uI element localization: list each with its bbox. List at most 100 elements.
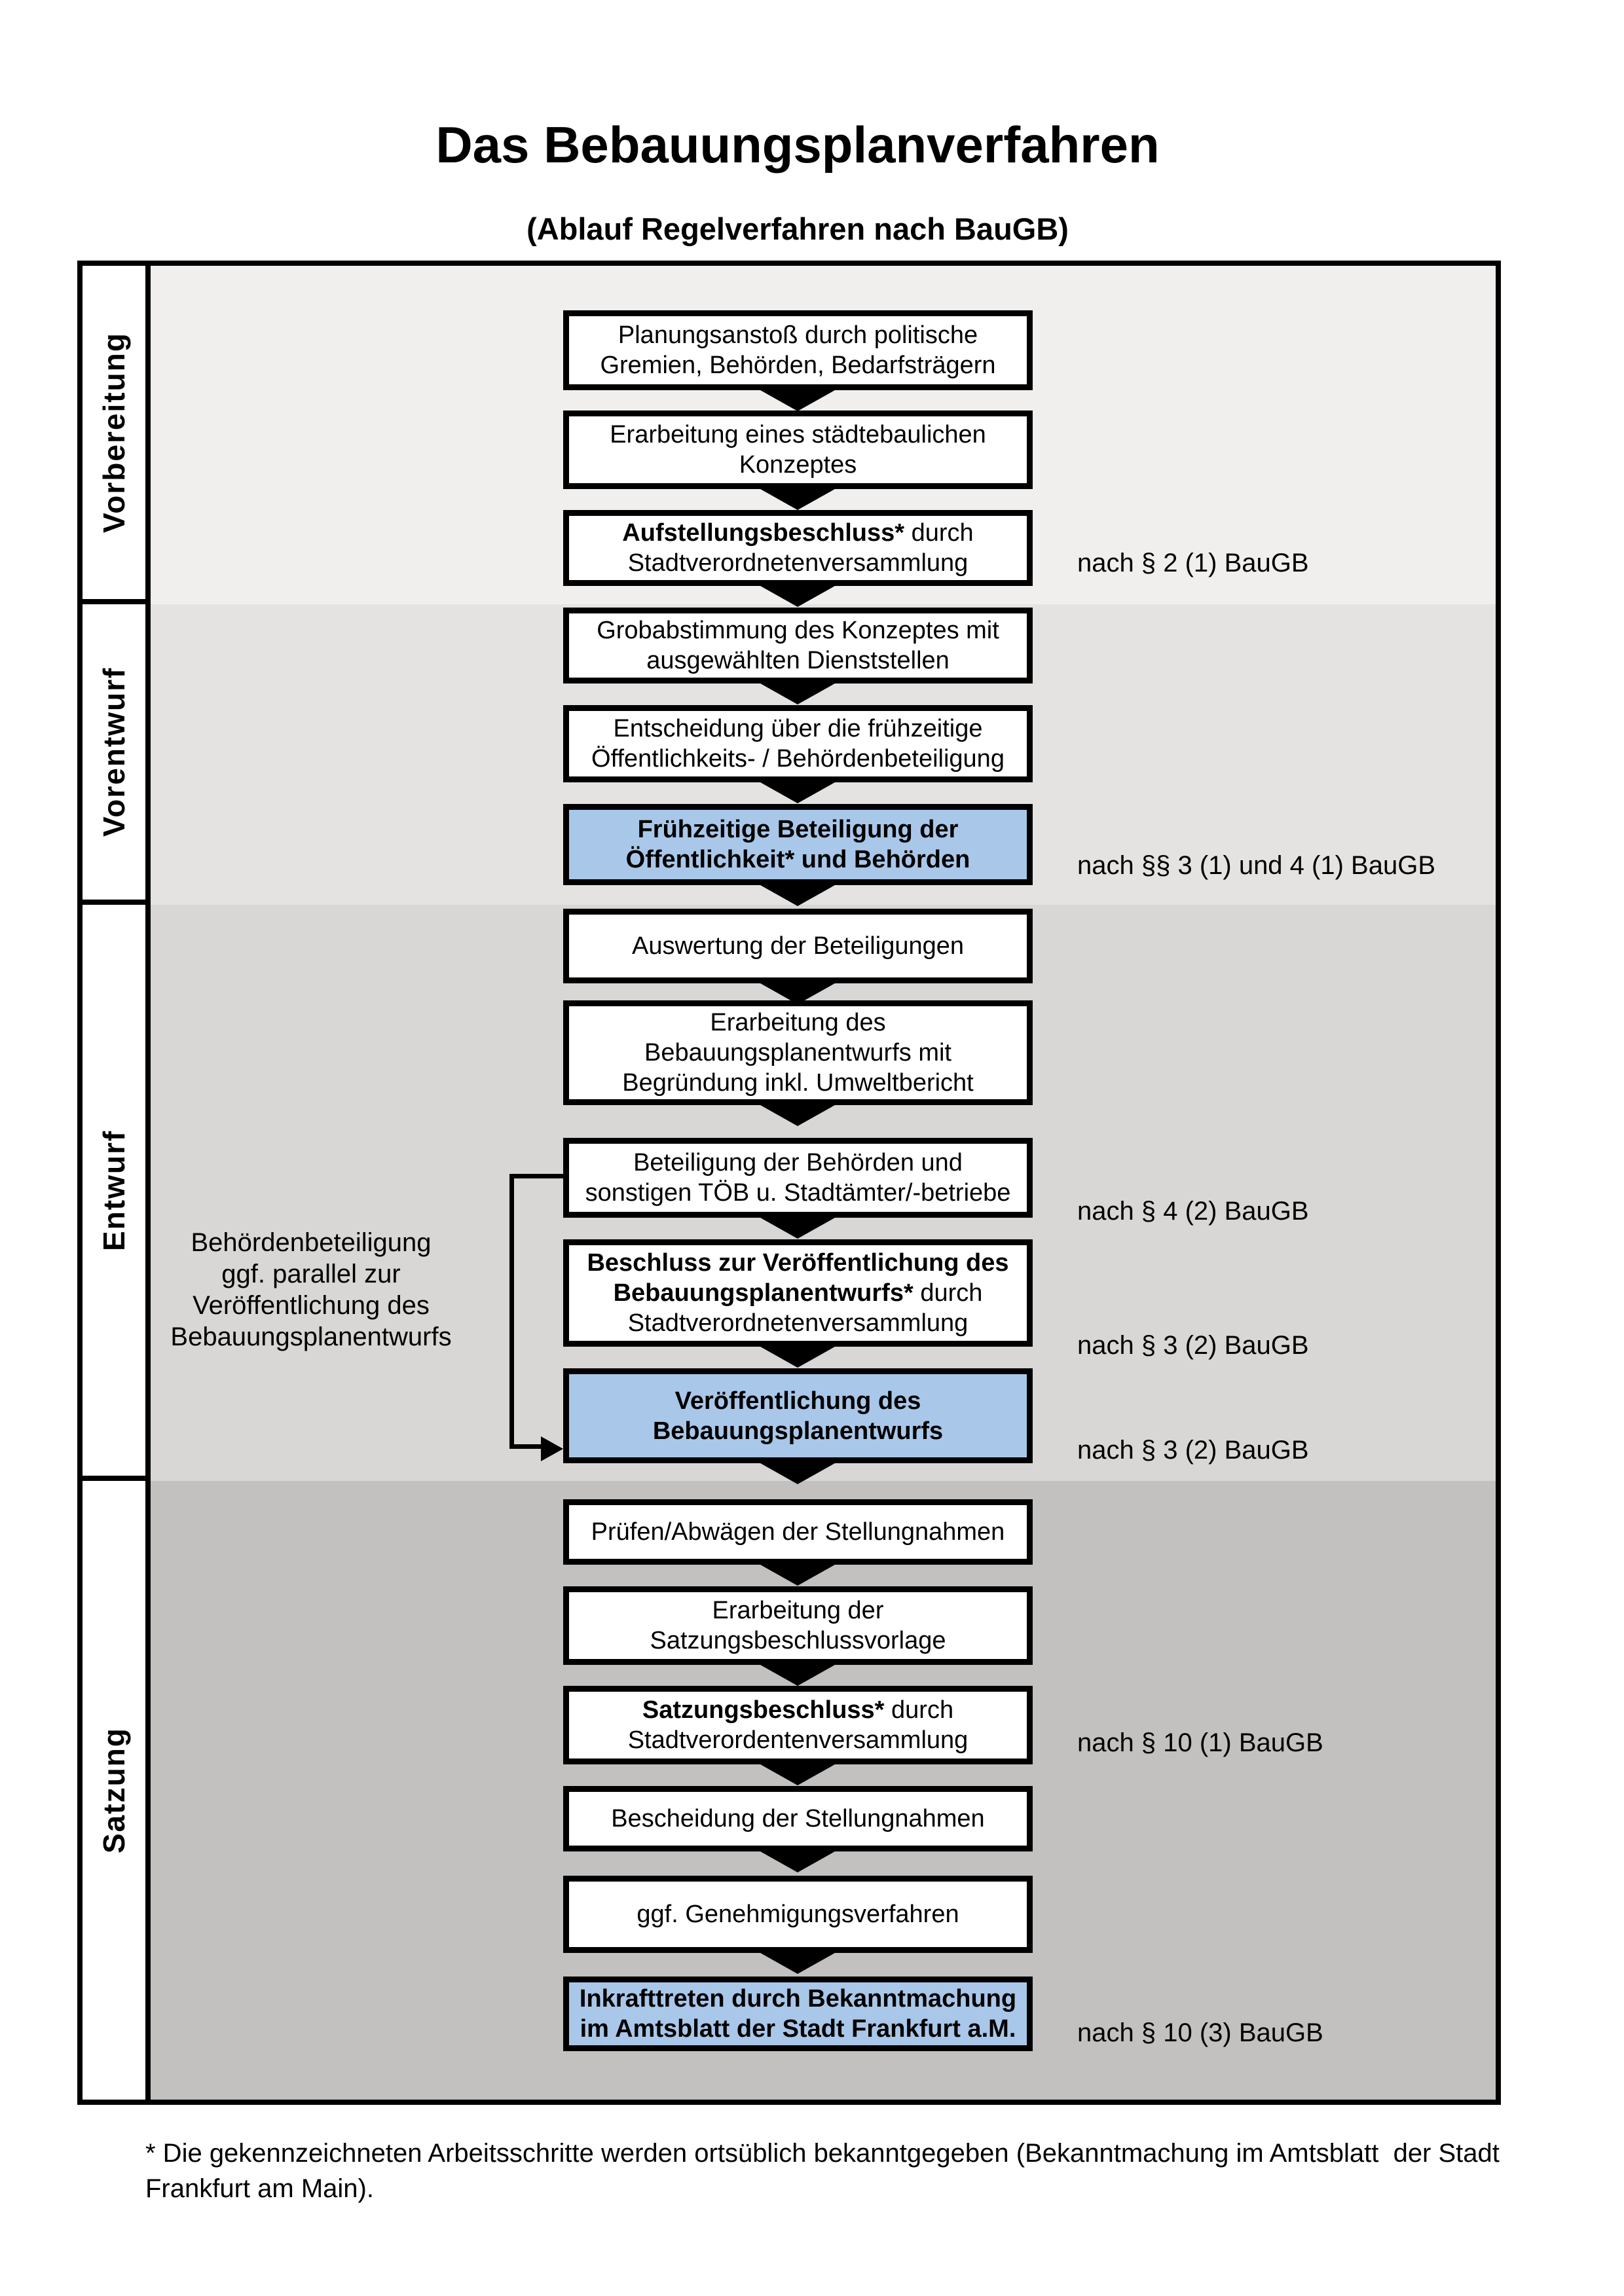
- connector-line: [509, 1174, 567, 1178]
- phase-label: Vorentwurf: [97, 666, 131, 837]
- arrow-down-icon: [756, 486, 840, 510]
- flow-box-text: Konzeptes: [739, 451, 857, 479]
- flow-box-line: Aufstellungsbeschluss* durch: [622, 518, 973, 548]
- legal-reference: nach § 2 (1) BauGB: [1077, 549, 1309, 577]
- legal-reference: nach § 10 (3) BauGB: [1077, 2018, 1323, 2047]
- flow-box-line: Stadtverordnetenversammlung: [628, 1308, 969, 1338]
- side-note-line: ggf. parallel zur: [221, 1260, 401, 1288]
- page-title: Das Bebauungsplanverfahren: [435, 116, 1160, 173]
- flow-box-text: Frühzeitige Beteiligung der: [637, 816, 959, 843]
- phase-label: Vorbereitung: [97, 332, 131, 533]
- arrow-down-icon: [756, 1215, 840, 1239]
- flow-box-line: Satzungsbeschlussvorlage: [650, 1626, 946, 1656]
- footnote-line: Frankfurt am Main).: [145, 2174, 374, 2203]
- flow-box-text: Öffentlichkeits- / Behördenbeteiligung: [591, 745, 1005, 773]
- flow-box-line: ausgewählten Dienststellen: [646, 646, 950, 676]
- flow-box-text: Entscheidung über die frühzeitige: [613, 715, 983, 742]
- arrow-down-icon: [756, 1849, 840, 1872]
- arrow-down-icon: [756, 681, 840, 704]
- flow-box-text: Bescheidung der Stellungnahmen: [611, 1805, 985, 1832]
- arrow-down-icon: [756, 1102, 840, 1126]
- arrow-down-icon: [756, 1762, 840, 1785]
- flow-box-line: sonstigen TÖB u. Stadtämter/-betriebe: [585, 1178, 1011, 1208]
- flow-box: Auswertung der Beteiligungen: [563, 909, 1033, 983]
- flow-box-text: Planungsanstoß durch politische: [618, 321, 978, 349]
- side-note-line: Veröffentlichung des: [193, 1291, 430, 1320]
- flow-box-text: Aufstellungsbeschluss*: [622, 519, 905, 547]
- phase-cell-vorbereitung: Vorbereitung: [83, 266, 151, 604]
- flow-box-text: sonstigen TÖB u. Stadtämter/-betriebe: [585, 1179, 1011, 1207]
- flow-box-line: Bebauungsplanentwurfs mit: [644, 1038, 951, 1068]
- legal-reference: nach § 3 (2) BauGB: [1077, 1331, 1309, 1360]
- flow-box-text: Begründung inkl. Umweltbericht: [622, 1069, 974, 1097]
- flow-box-line: Frühzeitige Beteiligung der: [638, 814, 959, 845]
- flow-box-line: Begründung inkl. Umweltbericht: [622, 1068, 974, 1098]
- legal-reference: nach § 10 (1) BauGB: [1077, 1728, 1323, 1757]
- flow-box-line: Beteiligung der Behörden und: [633, 1148, 963, 1178]
- phase-label: Entwurf: [97, 1129, 131, 1251]
- side-note-line: Bebauungsplanentwurfs: [170, 1322, 452, 1351]
- flow-box-line: Öffentlichkeit* und Behörden: [626, 845, 970, 875]
- arrow-down-icon: [756, 1662, 840, 1686]
- flow-box-line: Entscheidung über die frühzeitige: [613, 714, 982, 744]
- flow-box-line: Erarbeitung des: [710, 1008, 885, 1038]
- arrow-down-icon: [756, 1950, 840, 1974]
- flow-box-line: Stadtverordentenversammlung: [628, 1725, 969, 1755]
- flow-box-line: im Amtsblatt der Stadt Frankfurt a.M.: [580, 2014, 1016, 2044]
- flow-box-text: Prüfen/Abwägen der Stellungnahmen: [591, 1518, 1005, 1546]
- flow-box-line: Bebauungsplanentwurfs: [653, 1416, 943, 1446]
- flow-box-text: Erarbeitung des: [710, 1009, 886, 1036]
- flow-box-text: im Amtsblatt der Stadt Frankfurt a.M.: [580, 2015, 1016, 2043]
- arrow-down-icon: [756, 1344, 840, 1368]
- arrow-down-icon: [756, 1461, 840, 1484]
- flow-box-text: Veröffentlichung des: [674, 1387, 921, 1415]
- flow-box-text: ggf. Genehmigungsverfahren: [637, 1901, 959, 1928]
- flow-box-text: Stadtverordentenversammlung: [627, 1726, 969, 1754]
- flow-box-text: Bebauungsplanentwurfs*: [613, 1279, 913, 1307]
- flow-box-text: Gremien, Behörden, Bedarfsträgern: [600, 352, 996, 379]
- flow-box-line: ggf. Genehmigungsverfahren: [637, 1899, 959, 1929]
- flow-box-text: Beschluss zur Veröffentlichung des: [587, 1249, 1009, 1277]
- arrow-down-icon: [756, 388, 840, 411]
- flow-box-text: durch: [884, 1696, 954, 1724]
- flow-box-line: Veröffentlichung des: [675, 1386, 921, 1416]
- flow-box-text: Auswertung der Beteiligungen: [631, 932, 964, 960]
- flow-box-text: Stadtverordnetenversammlung: [627, 1309, 969, 1337]
- flow-box-text: Bebauungsplanentwurfs mit: [644, 1039, 951, 1066]
- connector-arrow-icon: [541, 1436, 563, 1461]
- flow-box-line: Inkrafttreten durch Bekanntmachung: [580, 1984, 1016, 2014]
- side-note-line: Behördenbeteiligung: [191, 1228, 432, 1257]
- flow-box-line: Bebauungsplanentwurfs* durch: [614, 1278, 983, 1308]
- arrow-down-icon: [756, 883, 840, 906]
- arrow-down-icon: [756, 583, 840, 607]
- connector-line: [509, 1174, 514, 1449]
- flow-box-text: durch: [904, 519, 974, 547]
- flow-box-text: Grobabstimmung des Konzeptes mit: [597, 617, 999, 644]
- phase-cell-satzung: Satzung: [83, 1481, 151, 2100]
- flow-box-text: Bebauungsplanentwurfs: [652, 1417, 944, 1445]
- flow-box: Bescheidung der Stellungnahmen: [563, 1786, 1033, 1851]
- flow-box-text: Öffentlichkeit* und Behörden: [625, 846, 970, 873]
- flow-box-text: Beteiligung der Behörden und: [633, 1149, 963, 1176]
- flow-box: ggf. Genehmigungsverfahren: [563, 1876, 1033, 1953]
- flow-box-text: durch Bekanntmachung: [724, 1985, 1017, 2013]
- flow-box-text: Stadtverordnetenversammlung: [627, 549, 969, 577]
- flow-box-line: Planungsanstoß durch politische: [618, 320, 978, 350]
- flow-box-line: Erarbeitung eines städtebaulichen: [610, 420, 986, 450]
- legal-reference: nach § 3 (2) BauGB: [1077, 1436, 1309, 1465]
